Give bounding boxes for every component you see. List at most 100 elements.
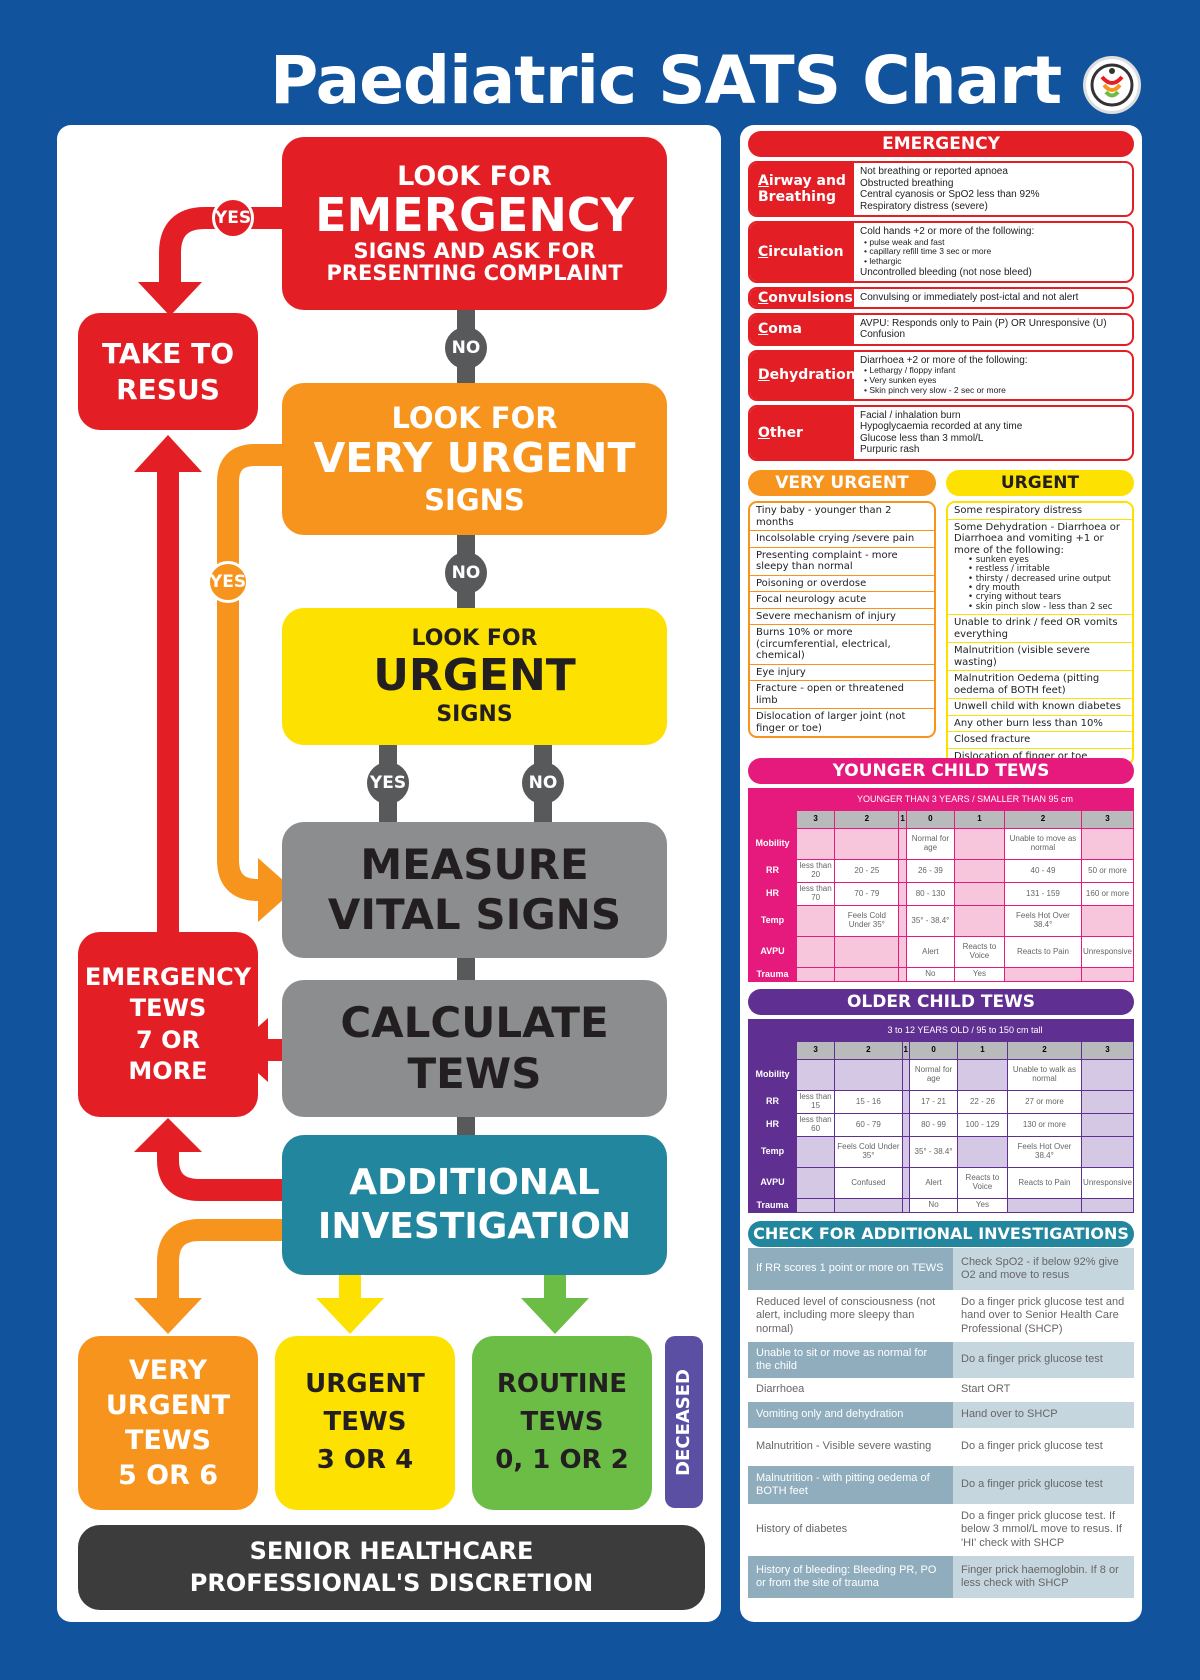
table-cell xyxy=(834,967,900,982)
list-item: Incolsolable crying /severe pain xyxy=(750,531,934,548)
table-cell: Feels Cold Under 35° xyxy=(834,1136,903,1168)
box-line: TEWS xyxy=(129,994,207,1023)
investigation-action: Do a finger prick glucose test xyxy=(953,1342,1134,1378)
item-text: Some Dehydration - Diarrhoea or Diarrhoe… xyxy=(954,521,1120,556)
row-label: RR xyxy=(748,1090,797,1114)
investigation-action: Do a finger prick glucose test. If below… xyxy=(961,1510,1122,1549)
criteria-line: Facial / inhalation burn xyxy=(860,409,961,421)
emergency-row: Convulsions Convulsing or immediately pos… xyxy=(748,287,1134,309)
table-cell xyxy=(954,859,1005,883)
box-line: 3 OR 4 xyxy=(316,1444,414,1475)
score-cell: 3 xyxy=(795,810,836,829)
table-cell: 17 - 21 xyxy=(908,1090,959,1114)
item-text: Presenting complaint - more sleepy than … xyxy=(756,549,898,573)
criteria-line: Convulsing or immediately post-ictal and… xyxy=(860,292,1079,304)
table-cell xyxy=(834,828,900,860)
table-cell: 35° - 38.4° xyxy=(905,905,956,937)
box-line: VITAL SIGNS xyxy=(327,890,622,939)
table-cell: Confused xyxy=(834,1167,903,1199)
box-line: ROUTINE xyxy=(496,1369,628,1400)
deceased-box: DECEASED xyxy=(665,1336,703,1508)
list-item: Dislocation of finger or toe xyxy=(948,749,1132,764)
item-text: Some respiratory distress xyxy=(954,505,1083,516)
label-text: Coma xyxy=(758,321,802,338)
arrow-additional-to-emergency-tews xyxy=(157,1150,290,1201)
list-item: Malnutrition (visible severe wasting) xyxy=(948,643,1132,672)
item-bullet: • crying without tears xyxy=(968,592,1062,603)
table-cell: Feels Hot Over 38.4° xyxy=(1003,905,1083,937)
investigation-condition: Unable to sit or move as normal for the … xyxy=(748,1342,953,1378)
emergency-row-label: Convulsions xyxy=(750,289,854,307)
investigation-action: Do a finger prick glucose test xyxy=(953,1466,1134,1504)
criteria-line: Diarrhoea +2 or more of the following: xyxy=(860,354,1028,366)
logo-icon xyxy=(1083,56,1141,114)
table-cell: less than 60 xyxy=(795,1113,836,1137)
score-cell: 3 xyxy=(1081,1041,1134,1060)
list-item: Some Dehydration - Diarrhoea or Diarrhoe… xyxy=(948,520,1132,616)
score-cell: 2 xyxy=(834,1041,903,1060)
table-cell xyxy=(898,967,907,982)
criteria-line: Obstructed breathing xyxy=(860,177,954,189)
yes-badge: YES xyxy=(207,561,249,603)
criteria-bullet: • pulse weak and fast xyxy=(864,236,945,247)
emergency-header: EMERGENCY xyxy=(748,131,1134,157)
label-text: Airway and Breathing xyxy=(758,173,846,205)
table-cell xyxy=(795,1167,836,1199)
box-line: TEWS xyxy=(124,1425,212,1456)
table-cell xyxy=(1081,1090,1134,1114)
table-cell xyxy=(1003,967,1083,982)
box-line: SENIOR HEALTHCARE xyxy=(249,1537,534,1566)
investigation-row: Reduced level of consciousness (not aler… xyxy=(748,1290,1134,1342)
box-line: 5 OR 6 xyxy=(117,1460,219,1492)
investigations-header: CHECK FOR ADDITIONAL INVESTIGATIONS xyxy=(748,1221,1134,1247)
table-cell xyxy=(795,1136,836,1168)
table-cell: Unable to walk as normal xyxy=(1006,1059,1083,1091)
tews-table: YOUNGER THAN 3 YEARS / SMALLER THAN 95 c… xyxy=(748,788,1134,982)
criteria-line: Cold hands +2 or more of the following: xyxy=(860,226,1035,237)
score-cell: 2 xyxy=(1006,1041,1083,1060)
arrowhead xyxy=(316,1298,384,1334)
table-cell xyxy=(795,905,836,937)
table-cell: 100 - 129 xyxy=(957,1113,1008,1137)
box-line: MEASURE xyxy=(360,839,589,889)
emergency-row-criteria: Cold hands +2 or more of the following:•… xyxy=(854,223,1132,281)
item-text: Dislocation of finger or toe xyxy=(954,750,1088,762)
item-text: Burns 10% or more (circumferential, elec… xyxy=(756,627,891,661)
table-cell: Reacts to Voice xyxy=(957,1167,1008,1199)
table-header-row: 3 to 12 YEARS OLD / 95 to 150 cm tall xyxy=(748,1019,1134,1060)
criteria-bullet: • Skin pinch very slow - 2 sec or more xyxy=(864,384,1006,395)
box-line: DECEASED xyxy=(672,1368,694,1476)
investigation-action: Check SpO2 - if below 92% give O2 and mo… xyxy=(953,1248,1134,1290)
take-to-resus-box: TAKE TO RESUS xyxy=(78,313,258,430)
box-line: LOOK FOR xyxy=(411,626,538,652)
investigations-section: CHECK FOR ADDITIONAL INVESTIGATIONS xyxy=(748,1221,1134,1247)
item-text: Poisoning or overdose xyxy=(756,577,867,589)
list-item: Tiny baby - younger than 2 months xyxy=(750,503,934,531)
score-cell: 3 xyxy=(1081,810,1134,829)
criteria-line: Purpuric rash xyxy=(860,444,920,456)
arrowhead xyxy=(134,1118,202,1152)
item-text: Focal neurology acute xyxy=(756,594,867,605)
emergency-row-criteria: AVPU: Responds only to Pain (P) OR Unres… xyxy=(854,315,1132,344)
table-cell xyxy=(795,1059,836,1091)
table-cell xyxy=(1081,1059,1134,1091)
list-item: Closed fracture xyxy=(948,732,1132,749)
list-item: Presenting complaint - more sleepy than … xyxy=(750,548,934,576)
table-cell: No xyxy=(908,1198,959,1213)
younger-tews-header: YOUNGER CHILD TEWS xyxy=(748,758,1134,784)
row-label: Temp xyxy=(748,905,797,937)
emergency-row-label: Dehydration xyxy=(750,351,856,399)
box-line: LOOK FOR xyxy=(397,161,552,193)
criteria-line: Uncontrolled bleeding (not nose bleed) xyxy=(860,266,1032,278)
table-cell: 70 - 79 xyxy=(834,882,900,906)
box-line: URGENT xyxy=(105,1389,231,1421)
table-cell xyxy=(1081,1136,1134,1168)
emergency-row-label: Other xyxy=(750,406,854,459)
investigation-action: Start ORT xyxy=(961,1383,1011,1396)
box-line: SIGNS xyxy=(424,482,525,517)
